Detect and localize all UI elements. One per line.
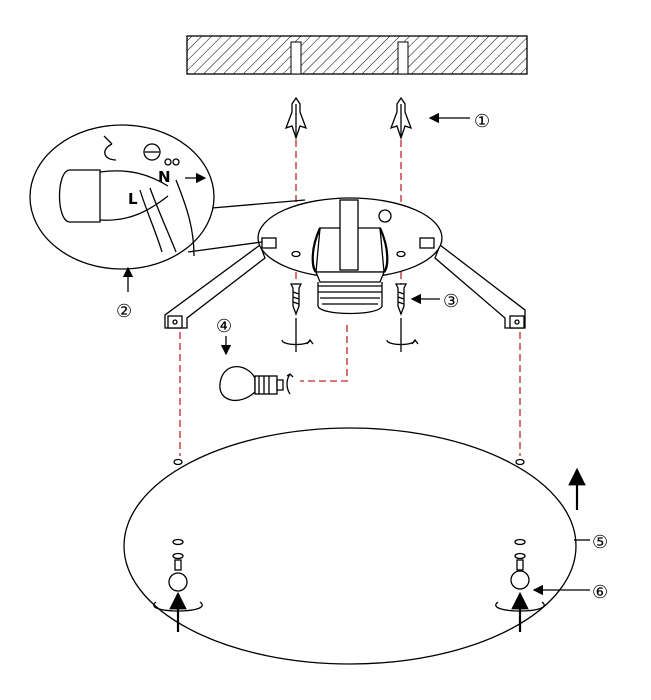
callout-6: ⑥ <box>592 582 608 603</box>
wiring-detail-magnifier: L N <box>29 124 306 270</box>
wall-plug-left <box>284 96 308 141</box>
lamp-socket <box>311 199 389 315</box>
wire-label-neutral: N <box>158 168 171 186</box>
callout-2: ② <box>116 301 132 322</box>
light-bulb <box>219 366 294 402</box>
wall-plug-right <box>389 96 413 141</box>
glass-shade <box>123 427 577 665</box>
ceiling-block <box>186 35 528 75</box>
knob-fixing-left <box>153 538 203 632</box>
callout-4: ④ <box>216 316 232 337</box>
screw-right <box>386 283 419 352</box>
callout-3: ③ <box>443 291 459 312</box>
screw-left <box>281 283 314 352</box>
callout-1: ① <box>474 111 490 132</box>
knob-fixing-right <box>495 538 545 632</box>
callout-5: ⑤ <box>592 532 608 553</box>
wire-label-live: L <box>128 190 138 208</box>
